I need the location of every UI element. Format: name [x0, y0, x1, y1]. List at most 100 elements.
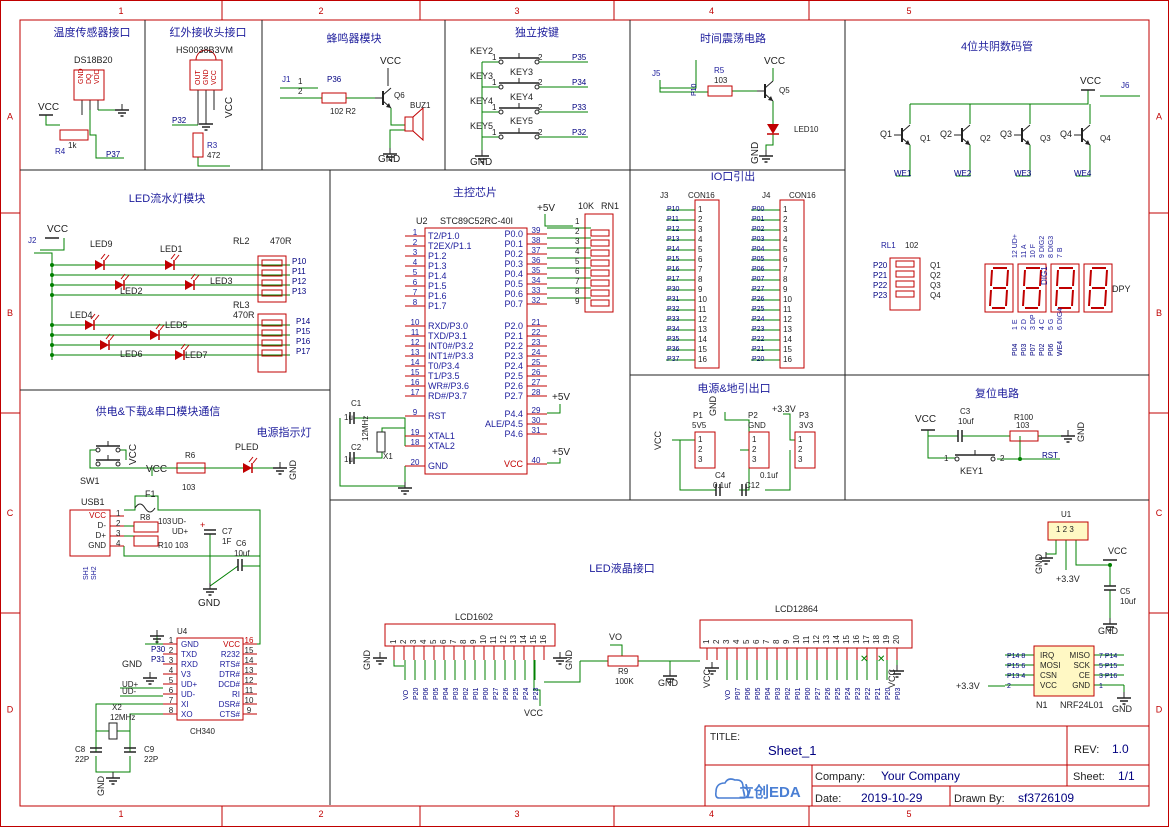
- pin-num: 12: [245, 676, 254, 685]
- pin-name: D-: [98, 521, 107, 530]
- pin-name: UD+: [181, 680, 198, 689]
- key-ref: KEY5: [510, 116, 533, 126]
- net-label: P30: [667, 286, 680, 293]
- pin-num: 1: [169, 636, 174, 645]
- wires: [34, 60, 1140, 773]
- pin-num: 10: [792, 635, 801, 644]
- pin-name: D+: [96, 531, 107, 540]
- value: GND: [748, 421, 766, 430]
- wire: [390, 108, 405, 126]
- net-label: P10: [691, 83, 698, 96]
- pin-num: 10: [411, 318, 420, 327]
- pin-name: R232: [221, 650, 241, 659]
- value: 470R: [270, 236, 292, 246]
- grid-col-label: 4: [709, 6, 714, 16]
- ref: R4: [55, 147, 66, 156]
- key-pin: [115, 461, 121, 467]
- pin-label: DIG1: [1040, 266, 1049, 285]
- pin-name: P0.6: [504, 289, 523, 299]
- net-label: P04: [752, 246, 765, 253]
- net-label: P01: [795, 687, 802, 700]
- net-label: P10: [292, 257, 307, 266]
- pin-num: 2: [698, 215, 703, 224]
- pin-num: 24: [532, 348, 541, 357]
- ref: C1: [351, 399, 362, 408]
- crystal: [376, 431, 386, 453]
- segment-glyph: [1022, 267, 1042, 309]
- ref: RL3: [233, 300, 250, 310]
- net-label: P00: [805, 687, 812, 700]
- pin-name: DTR#: [219, 670, 240, 679]
- resistor: [607, 655, 639, 667]
- pin-num: 40: [532, 456, 541, 465]
- ref: LCD1602: [455, 612, 493, 622]
- pin-num: 5: [698, 245, 703, 254]
- net-label: P27: [752, 286, 765, 293]
- rn-element: [590, 289, 610, 297]
- pin-num: 1 2 3: [1056, 525, 1074, 534]
- led-diode: [175, 350, 184, 360]
- pin-num: 26: [532, 368, 541, 377]
- led-ray: [105, 333, 111, 340]
- gnd-label: GND: [1098, 626, 1119, 636]
- pin-num: 1: [389, 639, 398, 644]
- pin-num: 5: [429, 639, 438, 644]
- gnd-label: GND: [708, 396, 718, 417]
- j4-body: [779, 199, 805, 369]
- pin-num: 7: [413, 288, 418, 297]
- pin-num: 4: [116, 539, 121, 548]
- pin-num: 12: [499, 635, 508, 644]
- ref: J5: [652, 69, 661, 78]
- pin-name: RD#/P3.7: [428, 391, 467, 401]
- pin-label: 6 DIG4: [1057, 308, 1064, 330]
- net-label: P16: [667, 266, 680, 273]
- rn-element: [590, 229, 610, 237]
- value: 100K: [615, 677, 634, 686]
- led-ray: [180, 343, 186, 350]
- wire: [129, 713, 163, 752]
- net-label: P20: [873, 261, 888, 270]
- transistor-arrow: [905, 140, 910, 145]
- net-label: P14 8: [1007, 653, 1025, 660]
- wire: [45, 115, 60, 126]
- vcc-label: +5V: [552, 447, 570, 458]
- rn-element: [590, 239, 610, 247]
- pin-name: OUT: [195, 70, 202, 86]
- net-label: P15: [667, 256, 680, 263]
- p1-body: [694, 431, 716, 469]
- date-label: Date:: [815, 793, 841, 805]
- net-label: P00: [752, 206, 765, 213]
- pin-num: 18: [411, 438, 420, 447]
- pin-num: 23: [532, 338, 541, 347]
- vcc-label: +5V: [552, 392, 570, 403]
- wire: [124, 535, 135, 541]
- ref: KEY4: [470, 96, 493, 106]
- pin-num: 2: [538, 103, 543, 112]
- pin-name: INT0#/P3.2: [428, 341, 474, 351]
- resistor: [192, 132, 204, 158]
- value: 472: [207, 151, 221, 160]
- ref: N1: [1036, 700, 1048, 710]
- net-label: P21: [752, 346, 765, 353]
- net-label: P05: [433, 687, 440, 700]
- grid-row-label: C: [1156, 508, 1163, 518]
- led-ray: [120, 273, 126, 280]
- net-label: P02: [752, 226, 765, 233]
- ref: C5: [1120, 587, 1131, 596]
- value: 1F: [222, 537, 231, 546]
- pin-name: P2.1: [504, 331, 523, 341]
- vcc-label: +3.3V: [772, 404, 796, 414]
- ref: Q2: [980, 134, 991, 143]
- transistor-c: [1081, 124, 1091, 133]
- rn1-body: [584, 213, 614, 313]
- wire: [610, 644, 623, 656]
- ref: RN1: [601, 201, 619, 211]
- pin-num: 7: [575, 277, 580, 286]
- pin-num: 7: [783, 265, 788, 274]
- block-title: 时间震荡电路: [700, 32, 766, 45]
- mcu-body: [424, 227, 528, 475]
- pin-name: P2.5: [504, 371, 523, 381]
- components: [39, 49, 1131, 785]
- wire: [124, 495, 261, 586]
- pin-name: UD-: [181, 690, 196, 699]
